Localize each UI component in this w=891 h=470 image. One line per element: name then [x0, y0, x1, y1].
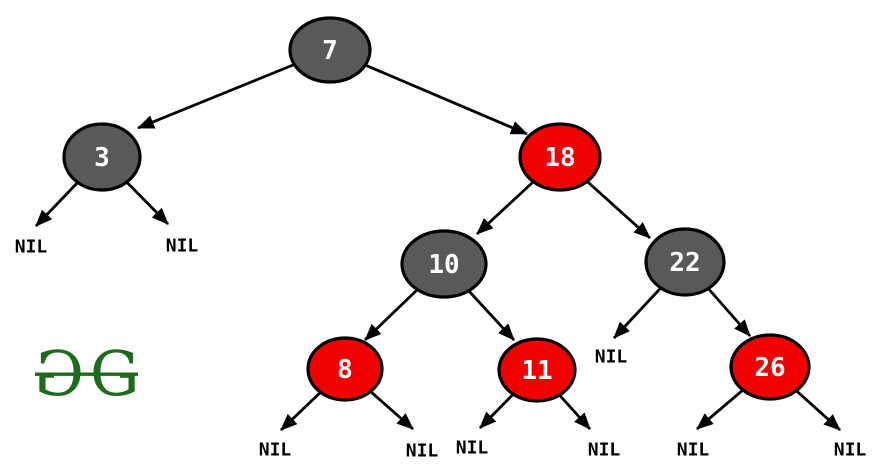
- node-value-11: 11: [521, 356, 552, 386]
- node-circle-3: [62, 122, 142, 192]
- tree-node-22: 22: [644, 227, 726, 297]
- logo-g: G: [90, 337, 140, 410]
- node-circle-11: [497, 337, 577, 403]
- nil-label-nil2: NIL: [166, 235, 199, 256]
- nil-label-nil8: NIL: [677, 439, 710, 460]
- nil-label-nil4: NIL: [259, 439, 292, 460]
- node-circle-10: [400, 229, 488, 299]
- node-circle-8: [306, 336, 384, 402]
- node-value-7: 7: [322, 36, 338, 66]
- logo-mirrored-g: G: [34, 337, 84, 410]
- tree-node-11: 11: [497, 337, 577, 403]
- nil-label-nil1: NIL: [15, 236, 48, 257]
- node-circle-18: [518, 122, 602, 192]
- tree-node-7: 7: [288, 16, 372, 84]
- tree-node-10: 10: [400, 229, 488, 299]
- nil-label-nil6: NIL: [456, 437, 489, 458]
- nil-labels-layer: NIL NIL NIL NIL NIL NIL NIL NIL NIL: [15, 235, 867, 461]
- node-value-10: 10: [428, 250, 459, 280]
- node-circle-7: [288, 16, 372, 84]
- nodes-layer: 7 3 18 10 22 8 11 26: [62, 16, 811, 403]
- node-value-18: 18: [544, 143, 575, 173]
- tree-node-8: 8: [306, 336, 384, 402]
- nil-label-nil7: NIL: [588, 439, 621, 460]
- nil-label-nil5: NIL: [406, 440, 439, 461]
- node-circle-22: [644, 227, 726, 297]
- nil-label-nil3: NIL: [595, 346, 628, 367]
- nil-label-nil9: NIL: [834, 439, 867, 460]
- node-value-26: 26: [754, 353, 785, 383]
- node-circle-26: [729, 333, 811, 401]
- tree-node-3: 3: [62, 122, 142, 192]
- node-value-8: 8: [337, 355, 353, 385]
- tree-node-18: 18: [518, 122, 602, 192]
- node-value-3: 3: [94, 143, 110, 173]
- logo-crossbar: [35, 372, 138, 376]
- node-value-22: 22: [669, 248, 700, 278]
- tree-node-26: 26: [729, 333, 811, 401]
